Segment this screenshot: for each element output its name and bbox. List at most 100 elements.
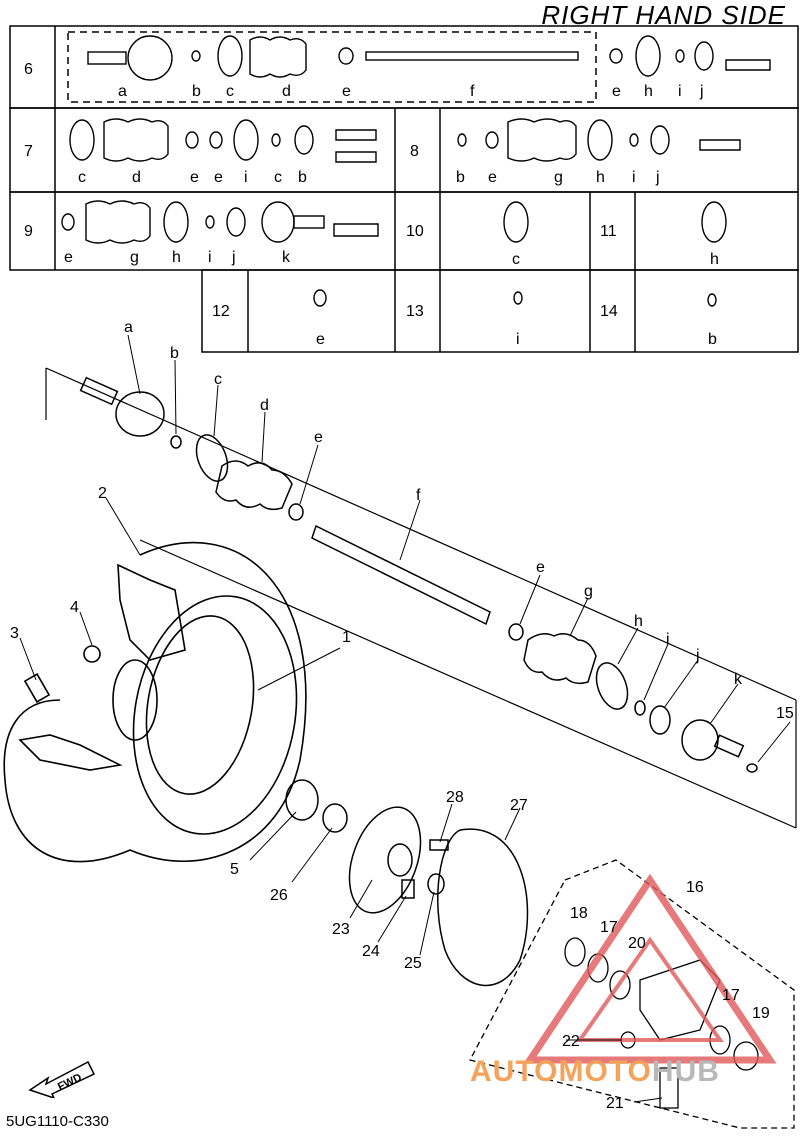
svg-text:a: a: [118, 83, 127, 100]
kit-row-8-letters: b e g h i j: [456, 169, 660, 186]
svg-text:b: b: [192, 83, 201, 100]
hub-disc: [285, 779, 529, 987]
callout-17-lower: 17: [722, 987, 740, 1004]
callout-17-upper: 17: [600, 919, 618, 936]
callout-a: a: [124, 319, 133, 336]
svg-text:j: j: [655, 169, 660, 186]
callout-27: 27: [510, 797, 528, 814]
svg-text:d: d: [282, 83, 291, 100]
svg-text:e: e: [316, 331, 325, 348]
callout-28: 28: [446, 789, 464, 806]
kit-row-13: 13: [406, 303, 424, 320]
svg-text:i: i: [208, 249, 212, 266]
svg-text:c: c: [226, 83, 234, 100]
callout-23: 23: [332, 921, 350, 938]
callout-18: 18: [570, 905, 588, 922]
callout-lines: [19, 334, 791, 1103]
callout-22: 22: [562, 1033, 580, 1050]
callout-b: b: [170, 345, 179, 362]
svg-text:i: i: [244, 169, 248, 186]
callout-k: k: [734, 671, 743, 688]
svg-text:i: i: [678, 83, 682, 100]
kit-single-letters: c h e i b: [316, 251, 719, 348]
kit-row-8: 8: [410, 143, 419, 160]
svg-text:i: i: [516, 331, 520, 348]
svg-text:h: h: [710, 251, 719, 268]
callout-16: 16: [686, 879, 704, 896]
kit-row-12: 12: [212, 303, 230, 320]
watermark-part2: HUB: [651, 1055, 720, 1088]
kit-row-6-letters: a b c d e f e h i j: [118, 83, 704, 100]
svg-text:b: b: [298, 169, 307, 186]
svg-text:g: g: [130, 249, 139, 266]
svg-text:b: b: [708, 331, 717, 348]
kit-row-14: 14: [600, 303, 618, 320]
callout-d: d: [260, 397, 269, 414]
kit-row-10: 10: [406, 223, 424, 240]
kit-row-7-letters: c d e e i c b: [78, 169, 307, 186]
svg-text:j: j: [231, 249, 236, 266]
svg-text:e: e: [342, 83, 351, 100]
svg-text:h: h: [596, 169, 605, 186]
watermark-text: AUTOMOTOHUB: [470, 1055, 720, 1089]
watermark-logo-icon: [523, 873, 777, 1064]
svg-text:e: e: [214, 169, 223, 186]
svg-text:e: e: [612, 83, 621, 100]
callout-19: 19: [752, 1005, 770, 1022]
callout-25: 25: [404, 955, 422, 972]
callout-21: 21: [606, 1095, 624, 1112]
kit-single-parts: [313, 201, 727, 307]
callout-j: j: [695, 647, 700, 664]
callout-1: 1: [342, 629, 351, 646]
svg-text:e: e: [190, 169, 199, 186]
callout-5: 5: [230, 861, 239, 878]
svg-text:h: h: [172, 249, 181, 266]
callout-e-lower: e: [536, 559, 545, 576]
kit-row-6-parts: [87, 35, 771, 81]
svg-text:c: c: [274, 169, 282, 186]
callout-26: 26: [270, 887, 288, 904]
svg-text:e: e: [488, 169, 497, 186]
kit-row-7-parts: [69, 118, 377, 163]
diagram-code: 5UG1110-C330: [6, 1113, 109, 1130]
kit-row-7: 7: [24, 143, 33, 160]
callout-labels: a b c d e f e g h i j k 1 2 3 4 5 15 16 …: [10, 319, 794, 1112]
callout-15: 15: [776, 705, 794, 722]
kit-row-9: 9: [24, 223, 33, 240]
svg-text:k: k: [282, 249, 291, 266]
callout-g: g: [584, 583, 593, 600]
svg-text:f: f: [470, 83, 475, 100]
kit-row-9-parts: [61, 200, 379, 244]
callout-h: h: [634, 613, 643, 630]
svg-text:b: b: [456, 169, 465, 186]
drive-shaft-parts: [79, 376, 758, 773]
kit-row-numbers: 6 7 8 9 10 11 12 13 14: [24, 61, 618, 320]
fwd-arrow-icon: FWD: [28, 1048, 98, 1103]
tire-wheel: [3, 541, 307, 863]
svg-text:e: e: [64, 249, 73, 266]
callout-20: 20: [628, 935, 646, 952]
shaft-frame: [45, 367, 797, 829]
kit-row-9-letters: e g h i j k: [64, 249, 291, 266]
kit-row-6: 6: [24, 61, 33, 78]
callout-4: 4: [70, 599, 79, 616]
svg-text:i: i: [632, 169, 636, 186]
callout-i: i: [666, 631, 670, 648]
callout-f: f: [416, 487, 421, 504]
callout-c: c: [214, 371, 222, 388]
kit-row-11: 11: [600, 223, 617, 240]
svg-text:j: j: [699, 83, 704, 100]
svg-text:c: c: [512, 251, 520, 268]
svg-text:c: c: [78, 169, 86, 186]
page-title: RIGHT HAND SIDE: [541, 0, 786, 30]
callout-3: 3: [10, 625, 19, 642]
kit-row-8-parts: [457, 118, 741, 162]
watermark-part1: AUTOMOTO: [470, 1055, 652, 1088]
callout-2: 2: [98, 485, 107, 502]
callout-e-upper: e: [314, 429, 323, 446]
callout-24: 24: [362, 943, 380, 960]
svg-text:h: h: [644, 83, 653, 100]
kit-table: [9, 25, 799, 353]
fwd-label: FWD: [56, 1072, 84, 1094]
